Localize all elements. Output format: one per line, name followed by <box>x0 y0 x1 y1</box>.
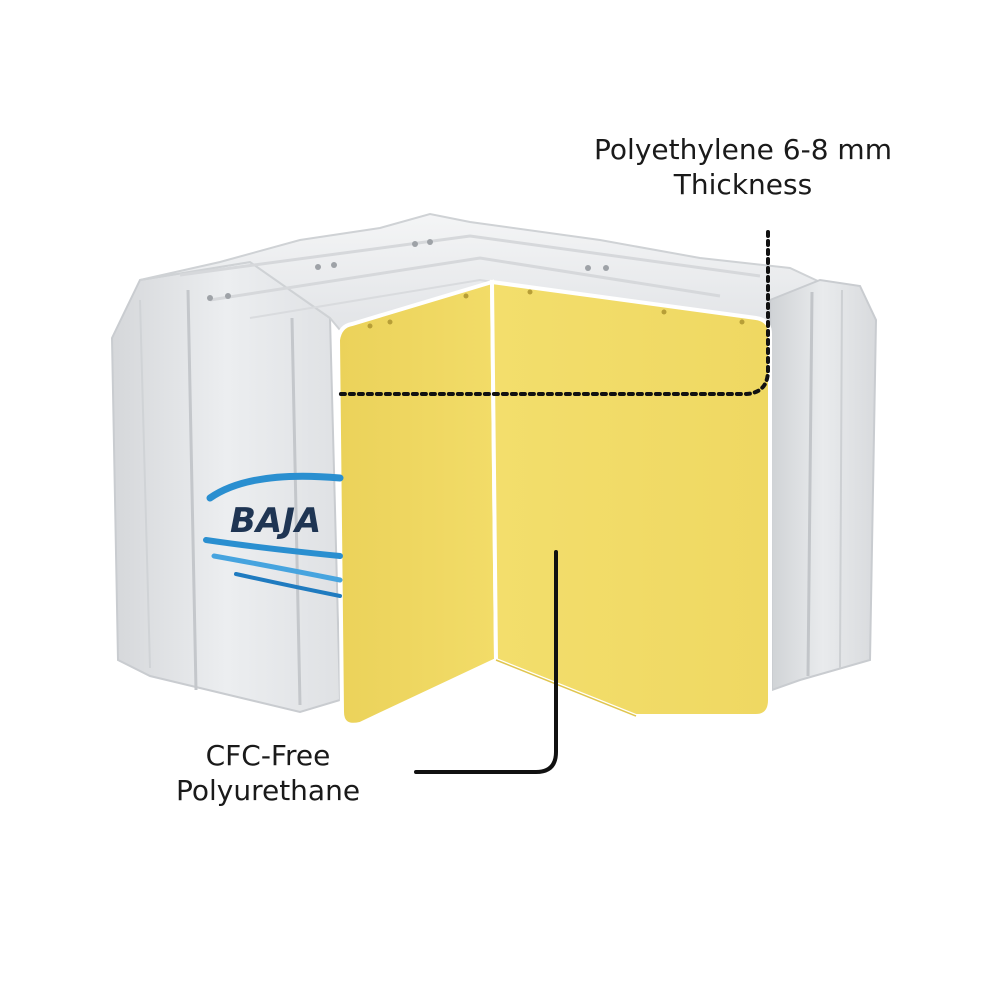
polyethylene-label: Polyethylene 6-8 mm Thickness <box>580 132 906 202</box>
polyethylene-label-line1: Polyethylene 6-8 mm <box>594 133 892 166</box>
tank-shell-top <box>139 212 822 331</box>
polyethylene-label-line2: Thickness <box>673 168 813 201</box>
polyurethane-foam-left <box>335 279 499 727</box>
polyurethane-leader-line <box>414 550 558 774</box>
tank-shell-right <box>768 278 878 692</box>
polyurethane-label: CFC-Free Polyurethane <box>150 738 386 808</box>
brand-logo: BAJA <box>203 472 344 598</box>
logo-text: BAJA <box>230 501 321 541</box>
polyurethane-foam-right <box>367 279 772 718</box>
polyurethane-label-line2: Polyurethane <box>175 774 361 807</box>
polyurethane-label-line1: CFC-Free <box>205 739 331 772</box>
polyethylene-leader-line <box>334 230 770 396</box>
